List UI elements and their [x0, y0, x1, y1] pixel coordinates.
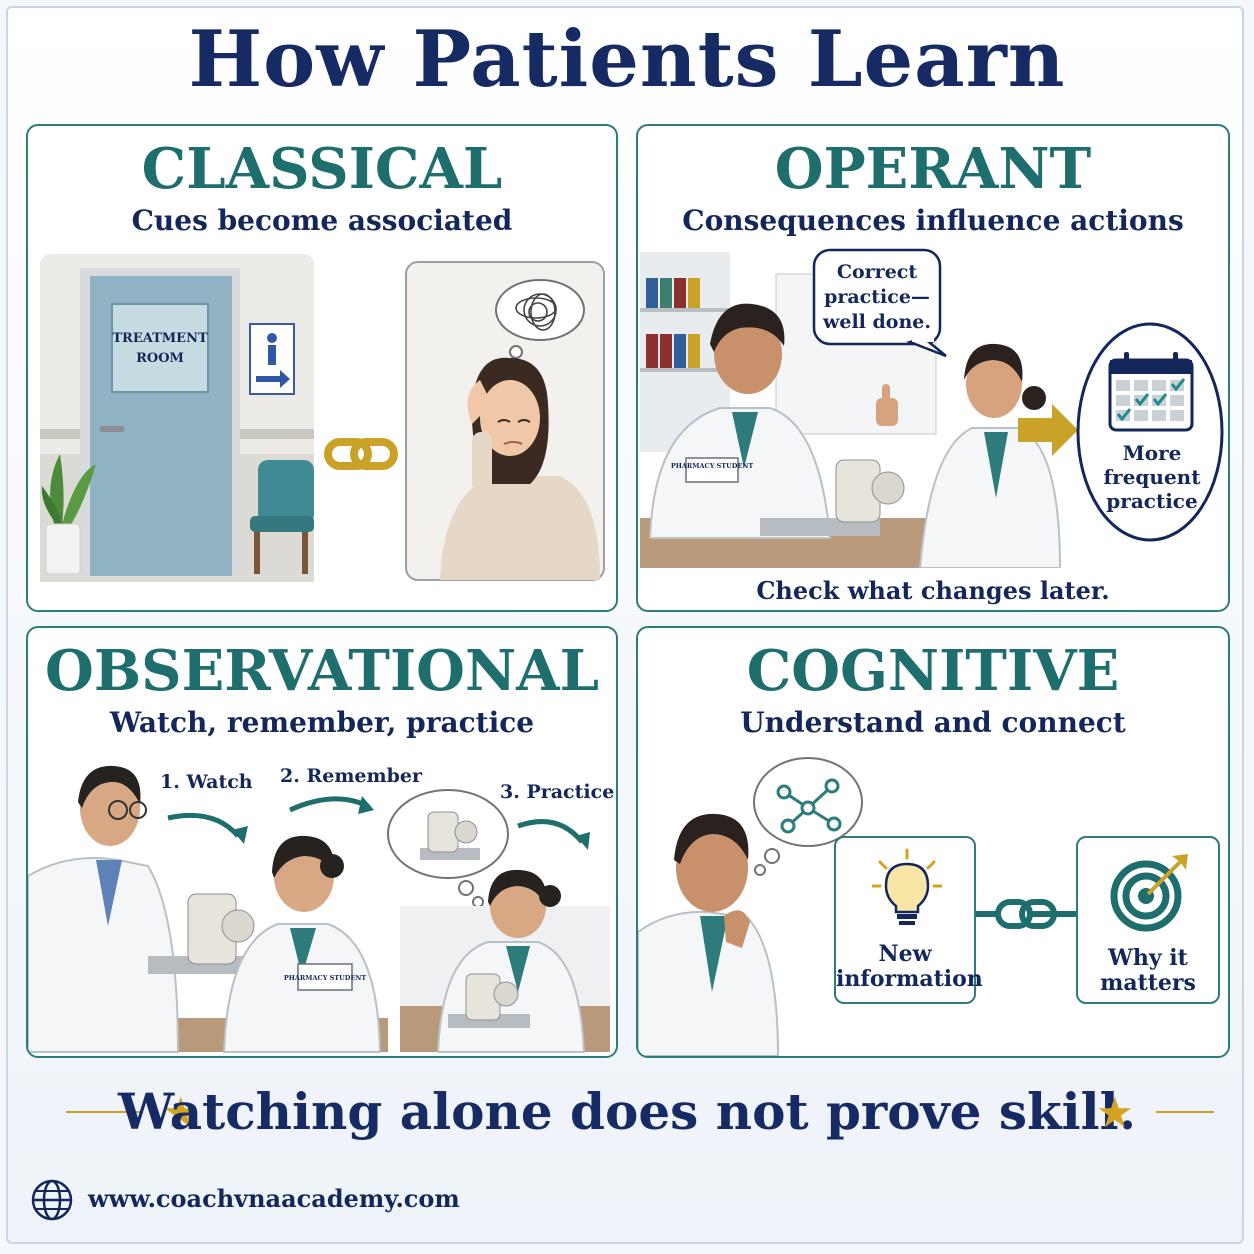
- new-information-line1: New: [878, 941, 932, 967]
- cognitive-illustration: [638, 757, 863, 1056]
- result-line2: frequent: [1104, 465, 1202, 489]
- inhaler-device-icon: [760, 459, 905, 536]
- speech-line3: well done.: [822, 311, 931, 333]
- operant-title: OPERANT: [774, 136, 1092, 202]
- observational-title: OBSERVATIONAL: [45, 638, 599, 704]
- instructor-figure: [28, 765, 180, 1053]
- operant-caption: Check what changes later.: [756, 576, 1110, 605]
- arrow-head-icon: [232, 826, 248, 844]
- treatment-room-scene: TREATMENT ROOM: [40, 254, 314, 582]
- why-it-matters-line2: matters: [1100, 970, 1196, 996]
- student-badge: PHARMACY STUDENT: [671, 462, 754, 470]
- pharmacy-student-figure: PHARMACY STUDENT: [648, 303, 832, 539]
- page-title: How Patients Learn: [188, 14, 1066, 105]
- panel-cognitive: COGNITIVE Understand and connect: [636, 626, 1230, 1058]
- footer-divider-right: [1156, 1111, 1214, 1113]
- speech-line1: Correct: [837, 261, 917, 283]
- watching-student-figure: PHARMACY STUDENT: [222, 835, 382, 1053]
- speech-line2: practice—: [824, 286, 930, 308]
- network-thought-bubble: [753, 757, 863, 876]
- arrow-head-icon: [576, 832, 590, 850]
- panel-classical: CLASSICAL Cues become associated TREATME…: [26, 124, 618, 612]
- result-line3: practice: [1106, 489, 1197, 513]
- classical-illustration: TREATMENT ROOM: [40, 254, 605, 582]
- step-practice: 3. Practice: [500, 781, 614, 803]
- door-sign-line1: TREATMENT: [112, 331, 208, 346]
- cognitive-subtitle: Understand and connect: [740, 706, 1126, 739]
- new-information-box: New information: [834, 836, 983, 1004]
- observational-illustration: 1. Watch 2. Remember 3. Practice: [28, 765, 614, 1053]
- waiting-chair-icon: [250, 460, 314, 574]
- practice-scene: [400, 869, 610, 1053]
- footer-message: Watching alone does not prove skill.: [117, 1082, 1137, 1141]
- instructor-figure: [876, 343, 1062, 568]
- memory-thought-bubble: [387, 789, 509, 908]
- praise-speech-bubble: Correct practice— well done.: [812, 248, 947, 358]
- potted-plant-icon: [41, 454, 96, 575]
- watching-student-badge: PHARMACY STUDENT: [284, 974, 367, 982]
- direction-sign-icon: [249, 323, 295, 395]
- new-information-line2: information: [836, 966, 983, 992]
- step-watch: 1. Watch: [160, 771, 253, 793]
- result-arrow-icon: [1018, 404, 1078, 456]
- result-oval: More frequent practice: [1076, 322, 1224, 542]
- panel-observational: OBSERVATIONAL Watch, remember, practice …: [26, 626, 618, 1058]
- cognitive-title: COGNITIVE: [746, 638, 1120, 704]
- operant-illustration: PHARMACY STUDENT Correct practice—: [640, 248, 1224, 568]
- thumbs-up-icon: [876, 384, 898, 426]
- star-icon: ★: [162, 1088, 200, 1137]
- footer-divider-left: [66, 1111, 142, 1113]
- calendar-check-icon: [1108, 352, 1194, 432]
- website-link[interactable]: www.coachvnaacademy.com: [88, 1184, 460, 1213]
- result-line1: More: [1123, 441, 1182, 465]
- thinking-student-figure: [638, 813, 780, 1056]
- globe-icon: [31, 1179, 73, 1221]
- classical-subtitle: Cues become associated: [131, 204, 513, 237]
- why-it-matters-box: Why it matters: [1076, 836, 1220, 1004]
- classical-title: CLASSICAL: [141, 136, 503, 202]
- arrow-head-icon: [358, 796, 374, 814]
- tangled-thoughts-icon: [515, 293, 557, 331]
- observational-subtitle: Watch, remember, practice: [109, 706, 535, 739]
- chain-link-icon: [324, 438, 398, 470]
- target-icon: [1110, 854, 1188, 932]
- panel-operant: OPERANT Consequences influence actions P…: [636, 124, 1230, 612]
- step-remember: 2. Remember: [280, 765, 423, 787]
- lightbulb-icon: [872, 848, 942, 925]
- anxious-patient-scene: [405, 261, 605, 581]
- inhaler-device-icon: [148, 893, 255, 974]
- connection-chain-icon: [976, 899, 1076, 929]
- door-sign-line2: ROOM: [136, 351, 184, 366]
- why-it-matters-line1: Why it: [1108, 945, 1188, 971]
- step-arrows: [167, 796, 584, 844]
- network-nodes-icon: [776, 778, 842, 834]
- operant-subtitle: Consequences influence actions: [682, 204, 1184, 237]
- star-icon: ★: [1096, 1088, 1134, 1137]
